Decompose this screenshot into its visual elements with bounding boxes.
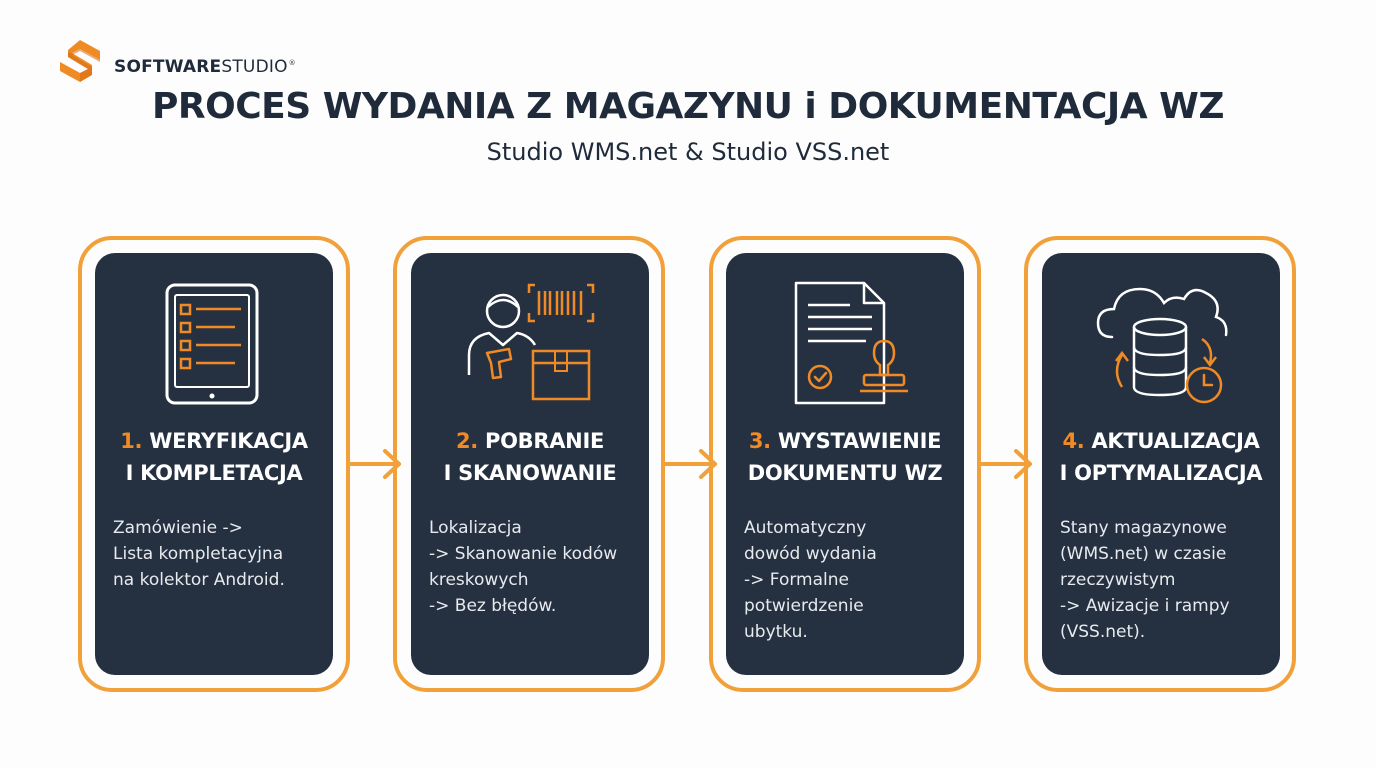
tablet-checklist-icon bbox=[165, 283, 259, 405]
step-description: Lokalizacja -> Skanowanie kodów kreskowy… bbox=[429, 518, 618, 616]
step-description: Stany magazynowe (WMS.net) w czasie rzec… bbox=[1060, 518, 1230, 642]
arrow-right-icon bbox=[978, 449, 1032, 479]
document-stamp-icon bbox=[794, 281, 908, 405]
brand-name: SOFTWARESTUDIO® bbox=[114, 57, 296, 77]
cloud-database-sync-icon bbox=[1096, 287, 1228, 404]
arrow-right-icon bbox=[347, 449, 401, 479]
step-description: Automatyczny dowód wydania -> Formalne p… bbox=[744, 518, 877, 642]
page-title: PROCES WYDANIA Z MAGAZYNU i DOKUMENTACJA… bbox=[152, 86, 1224, 127]
arrow-right-icon bbox=[663, 449, 717, 479]
logo: SOFTWARESTUDIO® bbox=[58, 38, 296, 90]
worker-scanner-icon bbox=[467, 283, 595, 401]
page-subtitle: Studio WMS.net & Studio VSS.net bbox=[486, 138, 890, 166]
step-description: Zamówienie -> Lista kompletacyjna na kol… bbox=[113, 518, 285, 590]
softwarestudio-logo-icon bbox=[60, 40, 100, 82]
